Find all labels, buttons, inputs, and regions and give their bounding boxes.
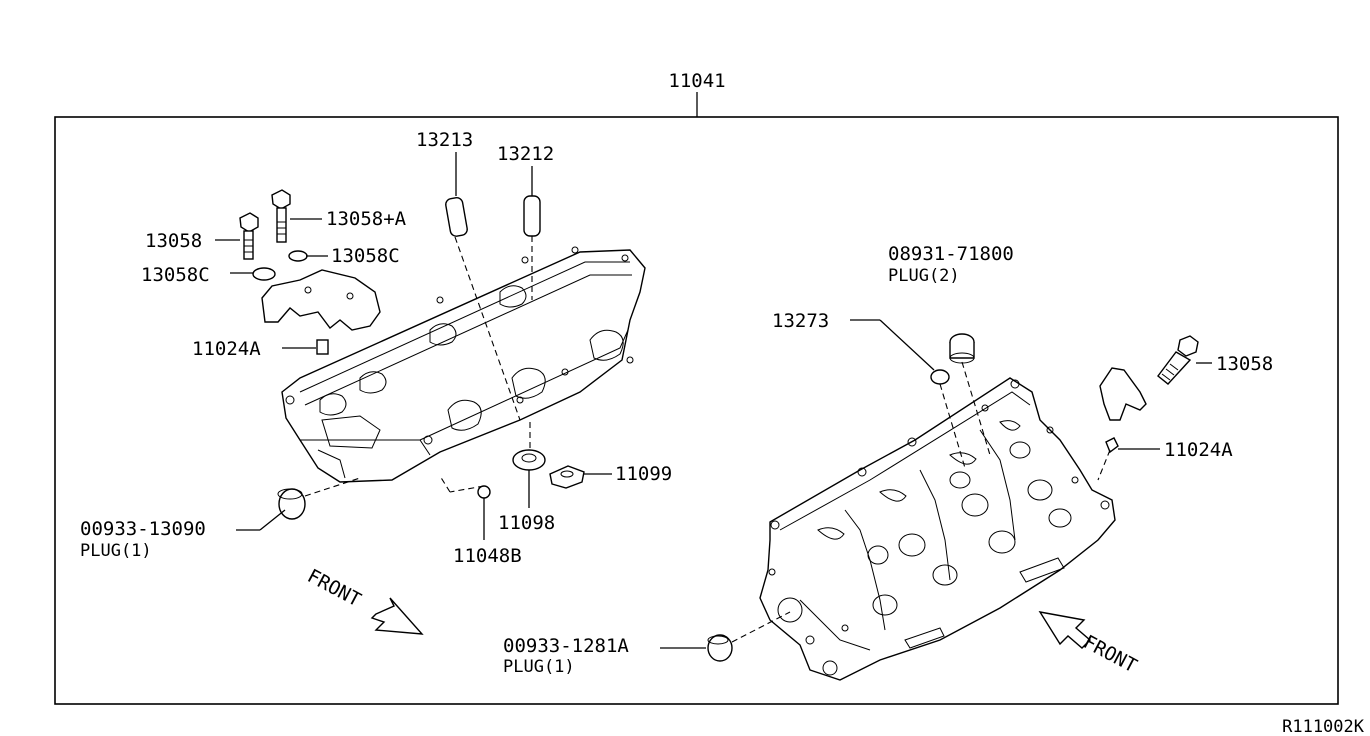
label-11099[interactable]: 11099 [615,463,672,485]
label-11098[interactable]: 11098 [498,512,555,534]
label-plug-1-left: PLUG(1) [80,541,152,561]
label-13213[interactable]: 13213 [416,129,473,151]
label-plug-2: PLUG(2) [888,266,960,286]
label-plug-00933-1281a[interactable]: 00933-1281A [503,635,629,657]
dowel-11024a-left [316,339,329,355]
left-cam-bracket [261,269,381,331]
washer-13058c-left [252,267,276,281]
label-13058-a[interactable]: 13058+A [326,208,407,230]
plug-08931-71800 [949,333,975,364]
dowel-11024a-right [1105,437,1119,454]
label-13212[interactable]: 13212 [497,143,554,165]
pipe-13213 [445,196,468,237]
label-plug-1-right: PLUG(1) [503,657,575,677]
plug-11048b [477,485,491,499]
label-11024a-left[interactable]: 11024A [192,338,261,360]
assembly-frame [54,116,1339,705]
washer-13058c-right [288,250,308,262]
label-13273[interactable]: 13273 [772,310,829,332]
assembly-part-number[interactable]: 11041 [668,70,725,92]
label-plug-08931-71800[interactable]: 08931-71800 [888,243,1014,265]
right-bolt-13058 [1157,335,1199,385]
front-label-right: FRONT [1080,631,1141,677]
left-bolt-13058-a [271,189,291,243]
label-plug-00933-13090[interactable]: 00933-13090 [80,518,206,540]
washer-13273 [930,369,950,385]
label-13058c-left[interactable]: 13058C [141,264,210,286]
seal-11098 [512,449,546,471]
front-arrow-right [1038,611,1092,649]
pipe-13212 [523,195,541,237]
label-13058c-right[interactable]: 13058C [331,245,400,267]
left-cylinder-head [281,246,646,483]
front-arrow-left [370,597,424,635]
label-11024a-right[interactable]: 11024A [1164,439,1233,461]
plug-00933-1281a [707,634,733,662]
label-11048b[interactable]: 11048B [453,545,522,567]
right-cylinder-head [759,377,1116,681]
plug-00933-13090 [278,488,306,520]
right-cam-bracket [1099,367,1147,421]
front-label-left: FRONT [304,565,365,611]
label-13058-left[interactable]: 13058 [145,230,202,252]
left-bolt-13058 [239,212,259,260]
label-13058-right[interactable]: 13058 [1216,353,1273,375]
reference-code: R111002K [1282,717,1365,736]
